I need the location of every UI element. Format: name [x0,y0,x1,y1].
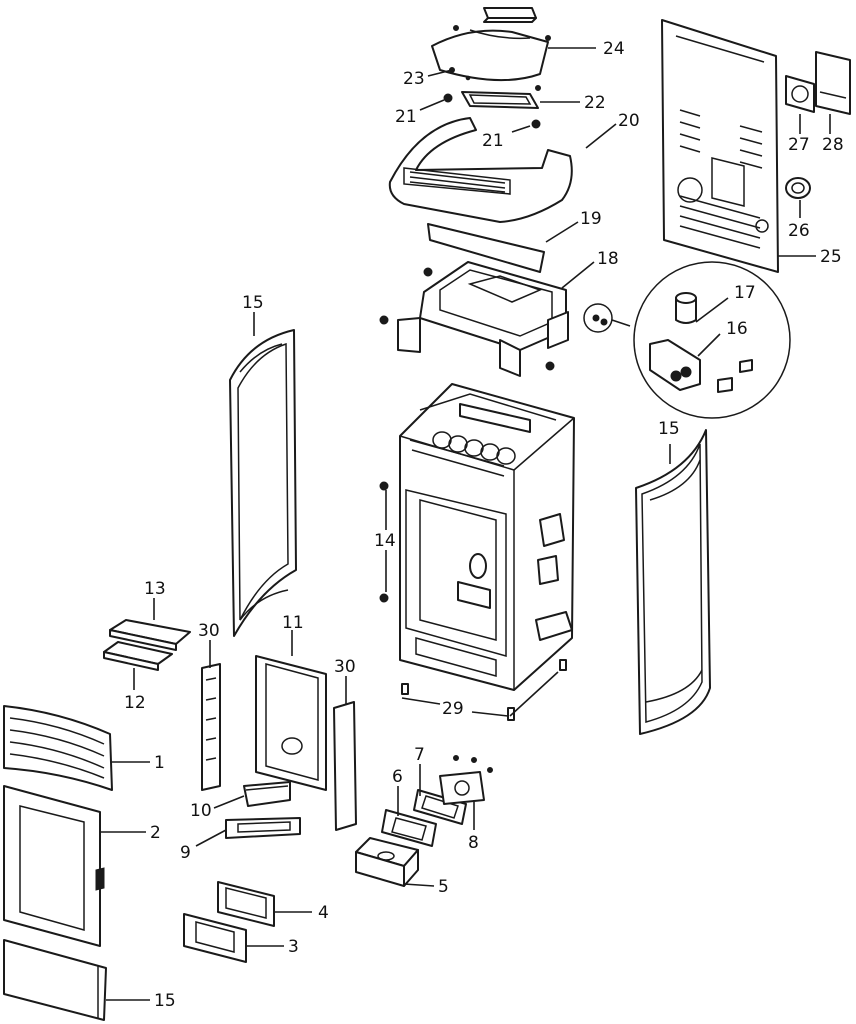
callout-9: 9 [180,843,191,863]
callout-30-left: 30 [198,621,220,641]
callout-13: 13 [144,579,166,599]
bracket-detail-inset [583,261,791,419]
callout-14: 14 [374,531,396,551]
callout-5: 5 [438,877,449,897]
top-frame-part-18 [379,261,569,377]
callout-16: 16 [726,319,748,339]
callout-17: 17 [734,283,756,303]
support-part-12 [103,641,173,671]
callout-25: 25 [820,247,842,267]
callout-23: 23 [403,69,425,89]
callout-labels: 24 23 22 21 21 20 19 18 25 27 28 26 17 1… [124,39,844,1011]
door-part-2 [3,785,105,947]
gasket-part-9 [225,817,301,839]
callout-3: 3 [288,937,299,957]
callout-7: 7 [414,745,425,765]
plate-part-3 [183,913,247,963]
callout-11: 11 [282,613,304,633]
side-strip-part-30-left [201,663,221,791]
callout-29: 29 [442,699,464,719]
back-plate-part-11 [255,655,327,791]
callout-15-right: 15 [658,419,680,439]
callout-4: 4 [318,903,329,923]
flange-part-27 [785,75,815,113]
igniter-part-8 [439,755,493,805]
callout-15-bottom: 15 [154,991,176,1011]
callout-24: 24 [603,39,625,59]
callout-1: 1 [154,753,165,773]
side-panel-right-part-15 [635,429,711,735]
callout-19: 19 [580,209,602,229]
callout-18: 18 [597,249,619,269]
grommet-part-26 [785,177,811,199]
stove-body [399,383,575,691]
deflector-part-19 [427,223,545,273]
grille-part-1 [3,705,113,791]
callout-10: 10 [190,801,212,821]
lid-gasket-part-22 [461,91,539,109]
callout-6: 6 [392,767,403,787]
callout-30-right: 30 [334,657,356,677]
callout-27: 27 [788,135,810,155]
plate-part-6 [381,809,437,847]
callout-12: 12 [124,693,146,713]
panel-part-15-bottom [3,939,107,1021]
callout-20: 20 [618,111,640,131]
top-handle-part [483,7,537,23]
cover-part-13 [109,619,191,651]
side-strip-part-30-right [333,701,357,831]
bolts-part-14 [379,481,389,603]
callout-21-a: 21 [395,107,417,127]
callout-28: 28 [822,135,844,155]
rear-panel-part-25 [661,19,779,273]
callout-15-top: 15 [242,293,264,313]
callout-21-b: 21 [482,131,504,151]
leader-lines [100,47,831,1001]
top-cover-part-20 [388,117,573,223]
plate-part-28 [815,51,851,115]
housing-part-5 [355,837,419,887]
side-panel-left-part-15 [229,329,297,637]
callout-26: 26 [788,221,810,241]
callout-22: 22 [584,93,606,113]
gasket-part-4 [217,881,275,927]
callout-8: 8 [468,833,479,853]
screws-part-21 [443,93,541,129]
tray-part-10 [243,781,291,807]
callout-2: 2 [150,823,161,843]
